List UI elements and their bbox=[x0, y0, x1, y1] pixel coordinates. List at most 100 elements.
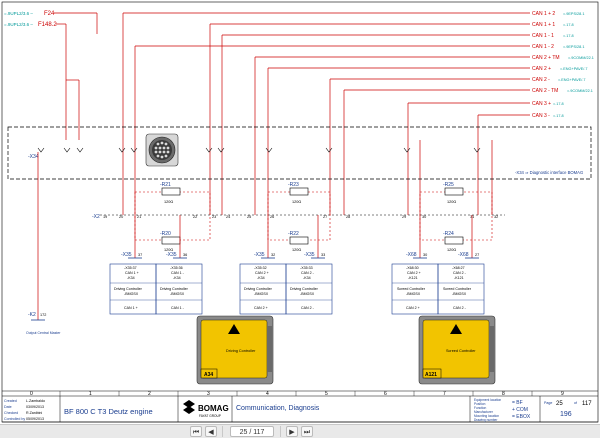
page-number: 25 bbox=[556, 401, 563, 407]
resistor-value: 120Ω bbox=[292, 248, 301, 252]
controller-info-block: -X35:37 CAN 1 + -K34 Driving Controller … bbox=[109, 263, 157, 315]
ecu-title: Driving Controller bbox=[226, 349, 256, 353]
svg-text:Created: Created bbox=[4, 399, 17, 403]
svg-text:-K34: -K34 bbox=[303, 276, 311, 280]
svg-text:= EBOX: = EBOX bbox=[512, 414, 531, 420]
svg-text:05/09/2013: 05/09/2013 bbox=[26, 417, 44, 421]
k2-designation: -K2 bbox=[28, 312, 36, 318]
svg-text:-BMGSX: -BMGSX bbox=[254, 292, 269, 296]
x2-pin: 22 bbox=[193, 215, 197, 219]
feed-ref-f24: =.9UPL2/3.6 – bbox=[4, 11, 33, 16]
resistor-icon bbox=[444, 187, 464, 196]
can-label: CAN 1 + 1 bbox=[532, 22, 555, 28]
connector-label: -X35 bbox=[121, 252, 132, 258]
last-page-icon[interactable]: ⏭ bbox=[301, 426, 313, 437]
svg-text:-BMGSX: -BMGSX bbox=[124, 292, 139, 296]
resistor-group-3: -R25 120Ω -R24 120Ω bbox=[419, 182, 493, 252]
connector-label: -X35 bbox=[166, 252, 177, 258]
x2-pin: 23 bbox=[212, 215, 216, 219]
resistor-icon bbox=[444, 236, 464, 245]
can-label: CAN 2 - bbox=[532, 77, 550, 83]
current-page-value: 25 bbox=[239, 429, 248, 436]
ecu-tag: A34 bbox=[204, 372, 213, 378]
can-label: CAN 3 + bbox=[532, 101, 551, 107]
resistor-name: -R23 bbox=[288, 182, 299, 188]
connector-label: -X35 bbox=[304, 252, 315, 258]
svg-text:-K34: -K34 bbox=[127, 276, 135, 280]
can-ref: =.17.8 bbox=[563, 34, 574, 38]
svg-text:-BMGSX: -BMGSX bbox=[406, 292, 421, 296]
x2-pin: 32 bbox=[494, 215, 498, 219]
svg-text:Driving Controller: Driving Controller bbox=[290, 287, 319, 291]
can-ref: =.17.8 bbox=[553, 114, 564, 118]
svg-text:-X35:33: -X35:33 bbox=[300, 266, 313, 270]
connector-label: -X35 bbox=[254, 252, 265, 258]
project-title: BF 800 C T3 Deutz engine bbox=[64, 407, 153, 416]
resistor-group-1: -R21 120Ω -R20 120Ω bbox=[134, 182, 211, 252]
svg-text:FAYAT GROUP: FAYAT GROUP bbox=[199, 414, 221, 418]
page-number-input[interactable]: 25 / 117 bbox=[230, 426, 274, 437]
connector-pin: 37 bbox=[138, 253, 142, 257]
svg-text:-BMGSX: -BMGSX bbox=[170, 292, 185, 296]
controller-info-block: -X35:36 CAN 1 - -K34 Driving Controller … bbox=[155, 263, 203, 315]
first-page-icon[interactable]: ⏮ bbox=[190, 426, 202, 437]
resistor-value: 120Ω bbox=[164, 200, 173, 204]
page-total: 117 bbox=[582, 401, 592, 407]
svg-text:Screed Controller: Screed Controller bbox=[443, 287, 472, 291]
svg-text:Screed Controller: Screed Controller bbox=[397, 287, 426, 291]
svg-text:CAN 2 +: CAN 2 + bbox=[255, 271, 269, 275]
page-separator: / bbox=[249, 429, 252, 436]
svg-text:-X68:27: -X68:27 bbox=[452, 266, 465, 270]
previous-page-icon[interactable]: ◀ bbox=[205, 426, 217, 437]
resistor-name: -R22 bbox=[288, 231, 299, 237]
connector-symbols: -X35 37 -X35 36 -X35 32 -X35 33 -X68 30 … bbox=[121, 252, 479, 259]
feed-label-f148: F148.2 bbox=[38, 22, 57, 28]
next-page-icon[interactable]: ▶ bbox=[286, 426, 298, 437]
resistor-group-2: -R23 120Ω -R22 120Ω bbox=[267, 182, 331, 252]
connector-wires bbox=[134, 215, 473, 258]
svg-text:Controlled by: Controlled by bbox=[4, 417, 25, 421]
svg-text:-K34: -K34 bbox=[257, 276, 265, 280]
x2-pin: 24 bbox=[226, 215, 230, 219]
feed-label-f24: F24 bbox=[44, 11, 55, 17]
can-ref: =.ENG+PAVE/.7 bbox=[558, 78, 586, 82]
svg-text:-X35:32: -X35:32 bbox=[254, 266, 267, 270]
can-label: CAN 1 + 2 bbox=[532, 11, 555, 17]
svg-text:9: 9 bbox=[561, 391, 564, 397]
warning-icon bbox=[450, 324, 462, 334]
svg-text:6: 6 bbox=[384, 391, 387, 397]
resistor-name: -R21 bbox=[160, 182, 171, 188]
x2-designation: -X2 bbox=[92, 214, 100, 220]
x2-pin: 25 bbox=[247, 215, 251, 219]
svg-text:Equipment location: Equipment location bbox=[474, 398, 501, 402]
can-ref: =.17.8 bbox=[563, 23, 574, 27]
svg-text:CAN 2 -: CAN 2 - bbox=[453, 271, 467, 275]
svg-text:-BMGSX: -BMGSX bbox=[300, 292, 315, 296]
svg-text:CAN 1 +: CAN 1 + bbox=[124, 306, 138, 310]
diag-note: -X34 ⇒ Diagnostic interface BOMAG bbox=[515, 170, 583, 175]
resistor-value: 120Ω bbox=[447, 248, 456, 252]
svg-text:CAN 2 +: CAN 2 + bbox=[254, 306, 268, 310]
can-ref: =.17.8 bbox=[553, 102, 564, 106]
resistor-name: -R24 bbox=[443, 231, 454, 237]
resistor-value: 120Ω bbox=[447, 200, 456, 204]
bomag-logo: BOMAG FAYAT GROUP bbox=[183, 400, 229, 418]
toolbar-divider bbox=[280, 426, 284, 437]
can-label: CAN 2 + TM bbox=[532, 55, 560, 61]
svg-text:5: 5 bbox=[325, 391, 328, 397]
resistor-icon bbox=[161, 187, 181, 196]
can-ref: =.9EPS/28.1 bbox=[563, 45, 584, 49]
x2-pin: 29 bbox=[402, 215, 406, 219]
x2-pin: 30 bbox=[422, 215, 426, 219]
controller-info-block: -X68:30 CAN 2 + -K121 Screed Controller … bbox=[391, 263, 439, 315]
connector-pin: 32 bbox=[271, 253, 275, 257]
x2-pin: 20 bbox=[119, 215, 123, 219]
svg-text:CAN 2 -: CAN 2 - bbox=[453, 306, 467, 310]
diagnostic-interface-box bbox=[7, 126, 592, 180]
svg-text:-X35:36: -X35:36 bbox=[170, 266, 183, 270]
resistor-name: -R20 bbox=[160, 231, 171, 237]
svg-text:7: 7 bbox=[443, 391, 446, 397]
x2-pin: 27 bbox=[323, 215, 327, 219]
svg-text:Page: Page bbox=[544, 401, 552, 405]
